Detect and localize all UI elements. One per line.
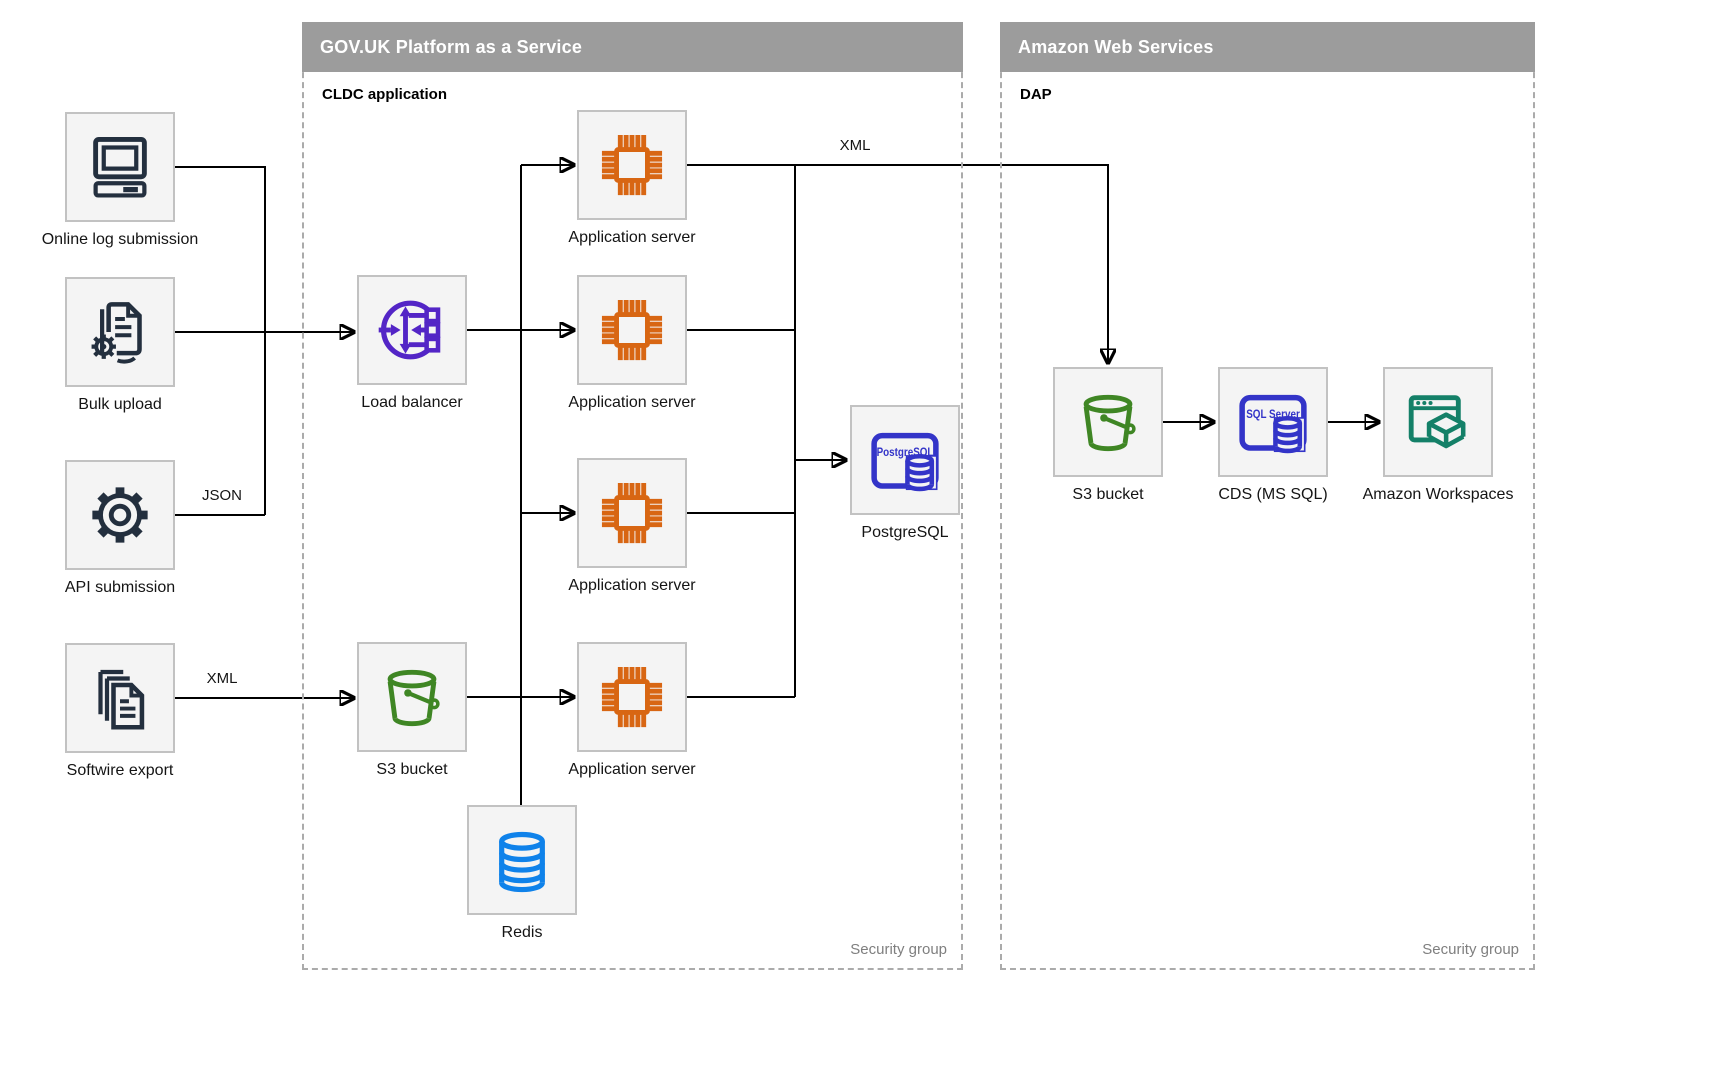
s3-bucket-aws-box bbox=[1053, 367, 1163, 477]
node-label: Redis bbox=[501, 924, 543, 941]
node-bulk-upload: Bulk upload bbox=[65, 277, 175, 413]
postgresql-icon: PostgreSQL bbox=[871, 432, 939, 492]
node-label: S3 bucket bbox=[376, 761, 448, 778]
node-application-server-4: Application server bbox=[568, 642, 696, 778]
application-server-2-box bbox=[577, 275, 687, 385]
computer-icon bbox=[93, 136, 147, 198]
bulk-upload-box bbox=[65, 277, 175, 387]
node-label: Amazon Workspaces bbox=[1362, 486, 1514, 503]
paas-security-group-label: Security group bbox=[850, 941, 947, 958]
node-postgresql: PostgreSQL PostgreSQL bbox=[850, 405, 960, 541]
node-label: S3 bucket bbox=[1072, 486, 1144, 503]
database-icon bbox=[499, 831, 545, 893]
chip-icon bbox=[601, 666, 663, 728]
gear-icon bbox=[92, 487, 148, 543]
edge-label-xml-top: XML bbox=[839, 137, 871, 154]
node-application-server-3: Application server bbox=[568, 458, 696, 594]
aws-sublabel: DAP bbox=[1020, 86, 1052, 103]
cds-ms-sql-box: SQL Server bbox=[1218, 367, 1328, 477]
node-redis: Redis bbox=[467, 805, 577, 941]
node-label: Application server bbox=[568, 229, 696, 246]
redis-box bbox=[467, 805, 577, 915]
node-s3-bucket-paas: S3 bucket bbox=[357, 642, 467, 778]
api-submission-box bbox=[65, 460, 175, 570]
aws-header: Amazon Web Services bbox=[1000, 22, 1535, 72]
node-label: Load balancer bbox=[361, 394, 463, 411]
s3-bucket-icon bbox=[1083, 394, 1136, 452]
node-label: API submission bbox=[64, 579, 176, 596]
load-balancer-icon bbox=[378, 300, 441, 360]
node-application-server-2: Application server bbox=[568, 275, 696, 411]
node-api-submission: API submission bbox=[65, 460, 175, 596]
node-label: Application server bbox=[568, 577, 696, 594]
application-server-4-box bbox=[577, 642, 687, 752]
edge-label-json: JSON bbox=[201, 487, 243, 504]
application-server-3-box bbox=[577, 458, 687, 568]
documents-stack-icon bbox=[98, 669, 145, 730]
node-label: Bulk upload bbox=[78, 396, 162, 413]
chip-icon bbox=[601, 299, 663, 361]
paas-title: GOV.UK Platform as a Service bbox=[320, 36, 583, 57]
aws-title: Amazon Web Services bbox=[1018, 36, 1214, 57]
node-label: Online log submission bbox=[41, 231, 199, 248]
node-softwire-export: Softwire export bbox=[65, 643, 175, 779]
node-label: CDS (MS SQL) bbox=[1218, 486, 1328, 503]
chip-icon bbox=[601, 482, 663, 544]
node-label: PostgreSQL bbox=[861, 524, 949, 541]
edge-label-xml-softwire: XML bbox=[206, 670, 238, 687]
s3-bucket-paas-box bbox=[357, 642, 467, 752]
node-amazon-workspaces: Amazon Workspaces bbox=[1363, 367, 1513, 503]
node-label: Application server bbox=[568, 761, 696, 778]
node-load-balancer: Load balancer bbox=[357, 275, 467, 411]
softwire-export-box bbox=[65, 643, 175, 753]
node-label: Softwire export bbox=[66, 762, 174, 779]
node-label: Application server bbox=[568, 394, 696, 411]
connector-sources-merge bbox=[175, 166, 266, 516]
online-log-submission-box bbox=[65, 112, 175, 222]
workspaces-icon bbox=[1408, 395, 1466, 449]
node-application-server-1: Application server bbox=[568, 110, 696, 246]
amazon-workspaces-box bbox=[1383, 367, 1493, 477]
paas-header: GOV.UK Platform as a Service bbox=[302, 22, 963, 72]
node-s3-bucket-aws: S3 bucket bbox=[1053, 367, 1163, 503]
chip-icon bbox=[601, 134, 663, 196]
node-cds-ms-sql: SQL Server CDS (MS SQL) bbox=[1218, 367, 1328, 503]
sql-server-icon: SQL Server bbox=[1239, 394, 1307, 454]
load-balancer-box bbox=[357, 275, 467, 385]
aws-security-group-label: Security group bbox=[1422, 941, 1519, 958]
s3-bucket-icon bbox=[387, 669, 440, 727]
node-online-log-submission: Online log submission bbox=[42, 112, 198, 248]
aws-container: Amazon Web Services DAP Security group bbox=[1000, 22, 1535, 970]
connector-app1-xml-to-aws-s3 bbox=[687, 164, 1108, 362]
document-gear-icon bbox=[91, 302, 142, 364]
paas-container: GOV.UK Platform as a Service CLDC applic… bbox=[302, 22, 963, 970]
postgresql-box: PostgreSQL bbox=[850, 405, 960, 515]
application-server-1-box bbox=[577, 110, 687, 220]
paas-sublabel: CLDC application bbox=[322, 86, 448, 103]
